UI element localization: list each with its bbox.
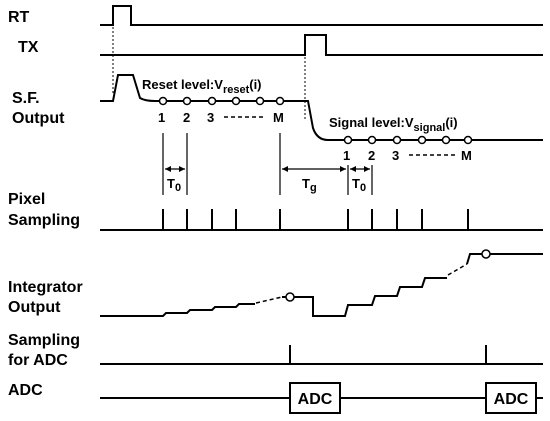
- integrator-output-reset-ramp: [100, 303, 255, 317]
- signal-sample-point: [441, 135, 451, 145]
- sf-output-label-line1: S.F.: [12, 90, 40, 107]
- adc-label: ADC: [8, 382, 43, 399]
- t0-reset-label: T0: [167, 176, 181, 194]
- rt-waveform: [100, 5, 543, 26]
- integrator-output-label-line2: Output: [8, 299, 61, 316]
- t0-signal-label: T0: [352, 176, 366, 194]
- signal-sample-point: [463, 135, 473, 145]
- adc-conversion-block: [485, 382, 537, 414]
- reset-index-label: 1: [158, 110, 165, 125]
- sampling-for-adc-label-line1: Sampling: [8, 332, 80, 349]
- integrator-output-reset-gap: [255, 296, 283, 304]
- integrator-output-signal-ramp: [282, 277, 447, 317]
- pixel-sampling-label-line2: Sampling: [8, 212, 80, 229]
- signal-index-label: M: [461, 148, 472, 163]
- reset-sample-point: [158, 96, 168, 106]
- tx-waveform: [100, 34, 543, 56]
- signal-index-label: 2: [368, 148, 375, 163]
- integrator-output-label-line1: Integrator: [8, 279, 83, 296]
- adc-conversion-block: [289, 382, 341, 414]
- tx-label: TX: [18, 39, 39, 56]
- signal-level-annotation: Signal level:Vsignal(i): [329, 115, 458, 134]
- reset-index-label: 3: [207, 110, 214, 125]
- rt-label: RT: [8, 9, 30, 26]
- signal-sample-point: [343, 135, 353, 145]
- reset-sample-point: [255, 96, 265, 106]
- pixel-sampling-pulses: [162, 209, 469, 230]
- reset-sample-point: [207, 96, 217, 106]
- adc-conversion-label: ADC: [494, 391, 529, 408]
- integrator-signal-hold-point: [481, 249, 491, 259]
- signal-sample-point: [367, 135, 377, 145]
- reset-sample-point: [275, 96, 285, 106]
- signal-sample-point: [392, 135, 402, 145]
- reset-sample-point: [182, 96, 192, 106]
- t0-signal-arrowheads: [350, 166, 370, 172]
- sampling-for-adc-label-line2: for ADC: [8, 352, 68, 369]
- reset-index-label: M: [273, 110, 284, 125]
- tg-label: Tg: [302, 176, 317, 194]
- t0-reset-arrowheads: [165, 166, 185, 172]
- signal-index-label: 1: [343, 148, 350, 163]
- integrator-reset-hold-point: [285, 292, 295, 302]
- sf-output-waveform: [100, 74, 543, 141]
- reset-sample-point: [231, 96, 241, 106]
- integrator-output-final-level: [466, 253, 543, 265]
- adc-conversion-label: ADC: [298, 391, 333, 408]
- reset-index-label: 2: [183, 110, 190, 125]
- sf-output-label-line2: Output: [12, 110, 65, 127]
- signal-sample-point: [417, 135, 427, 145]
- reset-level-annotation: Reset level:Vreset(i): [142, 77, 262, 96]
- pixel-sampling-label-line1: Pixel: [8, 191, 45, 208]
- signal-index-label: 3: [392, 148, 399, 163]
- integrator-output-signal-gap: [447, 263, 468, 276]
